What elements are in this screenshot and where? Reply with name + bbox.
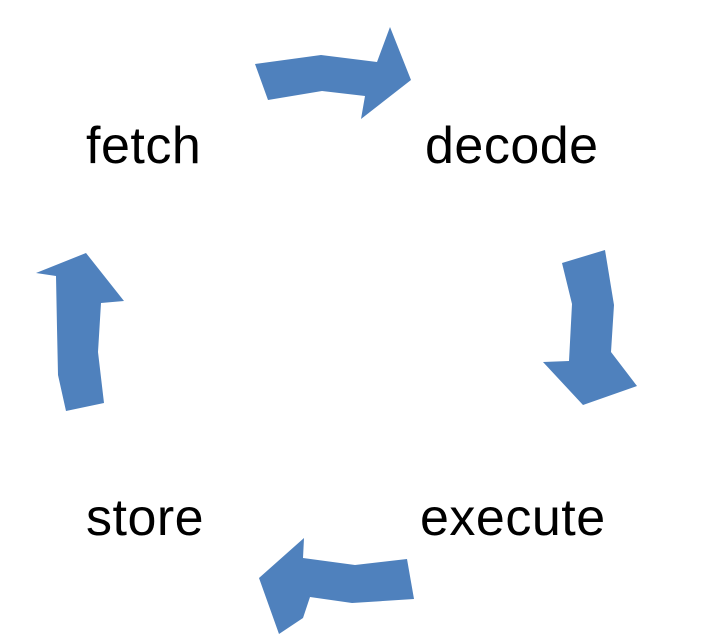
stage-label-store: store — [86, 489, 205, 547]
stage-label-decode: decode — [425, 117, 599, 175]
arrow-fetch-to-decode — [255, 27, 411, 119]
arrow-execute-to-store — [259, 538, 414, 634]
arrow-decode-to-execute — [543, 250, 637, 405]
arrow-store-to-fetch — [36, 253, 124, 411]
stage-label-fetch: fetch — [86, 117, 202, 175]
stage-label-execute: execute — [420, 489, 606, 547]
